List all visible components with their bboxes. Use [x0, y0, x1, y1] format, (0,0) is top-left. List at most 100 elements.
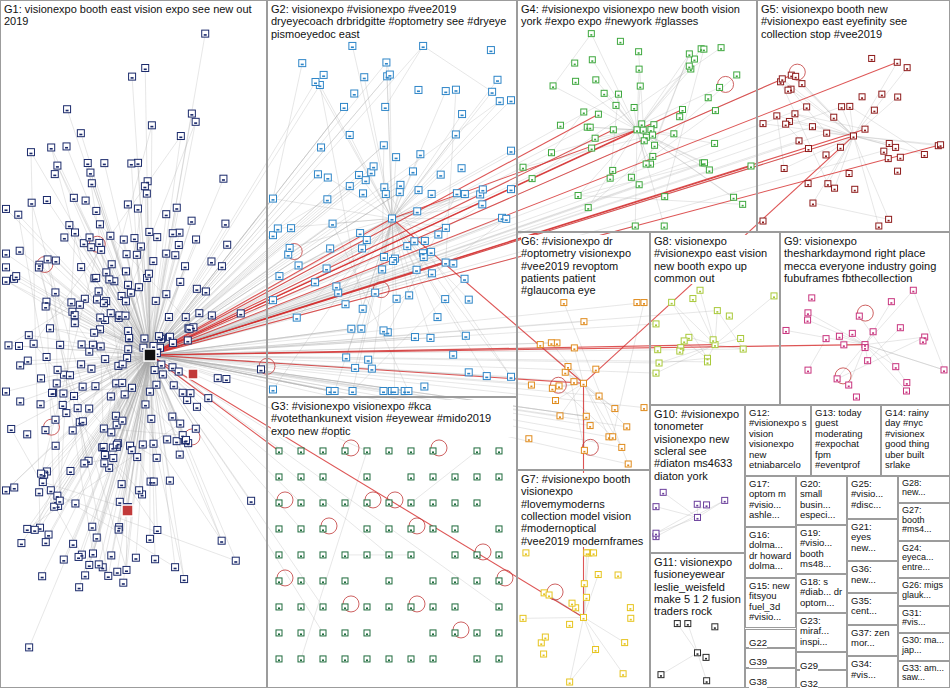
vertex-mark	[476, 503, 478, 505]
vertex-mark	[141, 495, 144, 497]
tie-line	[578, 130, 637, 196]
vertex-mark	[278, 555, 280, 557]
vertex-square	[669, 299, 675, 305]
vertex-square	[897, 325, 903, 331]
vertex-square	[496, 526, 502, 532]
vertex-square	[483, 373, 490, 380]
self-loop	[409, 518, 425, 534]
vertex-square	[496, 552, 502, 558]
vertex-mark	[481, 205, 484, 207]
tie-line	[588, 75, 737, 208]
vertex-square	[163, 250, 170, 257]
vertex-square	[120, 579, 127, 586]
vertex-square	[650, 153, 656, 159]
vertex-mark	[127, 331, 130, 333]
vertex-square	[881, 148, 887, 154]
vertex-mark	[167, 317, 170, 319]
vertex-square	[680, 107, 686, 113]
tie-line	[150, 355, 659, 363]
vertex-mark	[41, 483, 44, 485]
vertex-mark	[436, 318, 439, 320]
vertex-mark	[49, 491, 52, 493]
vertex-square	[572, 60, 578, 66]
vertex-square	[153, 454, 160, 461]
vertex-square	[740, 201, 746, 207]
vertex-square	[67, 467, 74, 474]
vertex-square	[100, 300, 107, 307]
vertex-mark	[91, 554, 94, 556]
vertex-square	[128, 447, 135, 454]
vertex-mark	[105, 302, 108, 304]
vertex-mark	[393, 392, 396, 394]
vertex-mark	[98, 243, 101, 245]
vertex-square	[389, 215, 396, 222]
vertex-square	[364, 630, 370, 636]
vertex-square	[413, 266, 420, 273]
vertex-mark	[337, 293, 340, 295]
vertex-square	[173, 204, 180, 211]
vertex-square	[125, 346, 132, 353]
vertex-square	[159, 371, 166, 378]
vertex-mark	[225, 380, 228, 382]
vertex-mark	[496, 80, 499, 82]
vertex-mark	[146, 279, 149, 281]
vertex-square	[342, 301, 349, 308]
vertex-square	[52, 416, 59, 423]
tie-line	[656, 500, 725, 536]
tie-line	[48, 259, 150, 355]
vertex-square	[208, 312, 215, 319]
vertex-mark	[45, 302, 48, 304]
vertex-square	[172, 252, 179, 259]
vertex-square	[142, 65, 149, 72]
vertex-square	[153, 381, 160, 388]
vertex-square	[584, 550, 590, 556]
vertex-square	[851, 133, 857, 139]
vertex-mark	[432, 503, 434, 505]
vertex-square	[542, 634, 548, 640]
vertex-mark	[390, 392, 393, 394]
vertex-square	[520, 164, 526, 170]
vertex-square	[298, 526, 304, 532]
vertex-square	[56, 497, 63, 504]
vertex-mark	[498, 529, 500, 531]
vertex-square	[562, 369, 568, 375]
tie-line	[698, 500, 725, 517]
vertex-square	[712, 108, 718, 114]
vertex-square	[132, 554, 139, 561]
vertex-mark	[399, 185, 402, 187]
vertex-square	[276, 578, 282, 584]
tie-line	[34, 344, 118, 444]
vertex-square	[101, 451, 108, 458]
vertex-mark	[322, 75, 325, 77]
vertex-mark	[300, 529, 302, 531]
vertex-square	[685, 621, 691, 627]
vertex-mark	[328, 392, 331, 394]
vertex-mark	[130, 451, 133, 453]
tie-line	[782, 79, 826, 133]
vertex-square	[704, 502, 710, 508]
tie-line	[568, 367, 584, 451]
vertex-mark	[278, 633, 280, 635]
tie-line	[18, 215, 150, 355]
vertex-square	[86, 348, 93, 355]
vertex-square	[585, 205, 591, 211]
vertex-square	[386, 656, 392, 662]
vertex-mark	[71, 312, 74, 314]
vertex-mark	[45, 201, 48, 203]
tie-line	[591, 34, 637, 130]
vertex-square	[641, 138, 647, 144]
vertex-square	[704, 678, 710, 684]
vertex-square	[320, 474, 326, 480]
vertex-mark	[115, 384, 118, 386]
vertex-mark	[146, 182, 149, 184]
tie-line	[20, 251, 150, 355]
vertex-square	[276, 656, 282, 662]
vertex-square	[276, 273, 283, 280]
vertex-square	[636, 49, 642, 55]
vertex-mark	[381, 270, 384, 272]
vertex-square	[298, 578, 304, 584]
vertex-square	[79, 383, 86, 390]
tie-line	[11, 355, 150, 429]
vertex-square	[508, 373, 515, 380]
vertex-square	[68, 299, 75, 306]
